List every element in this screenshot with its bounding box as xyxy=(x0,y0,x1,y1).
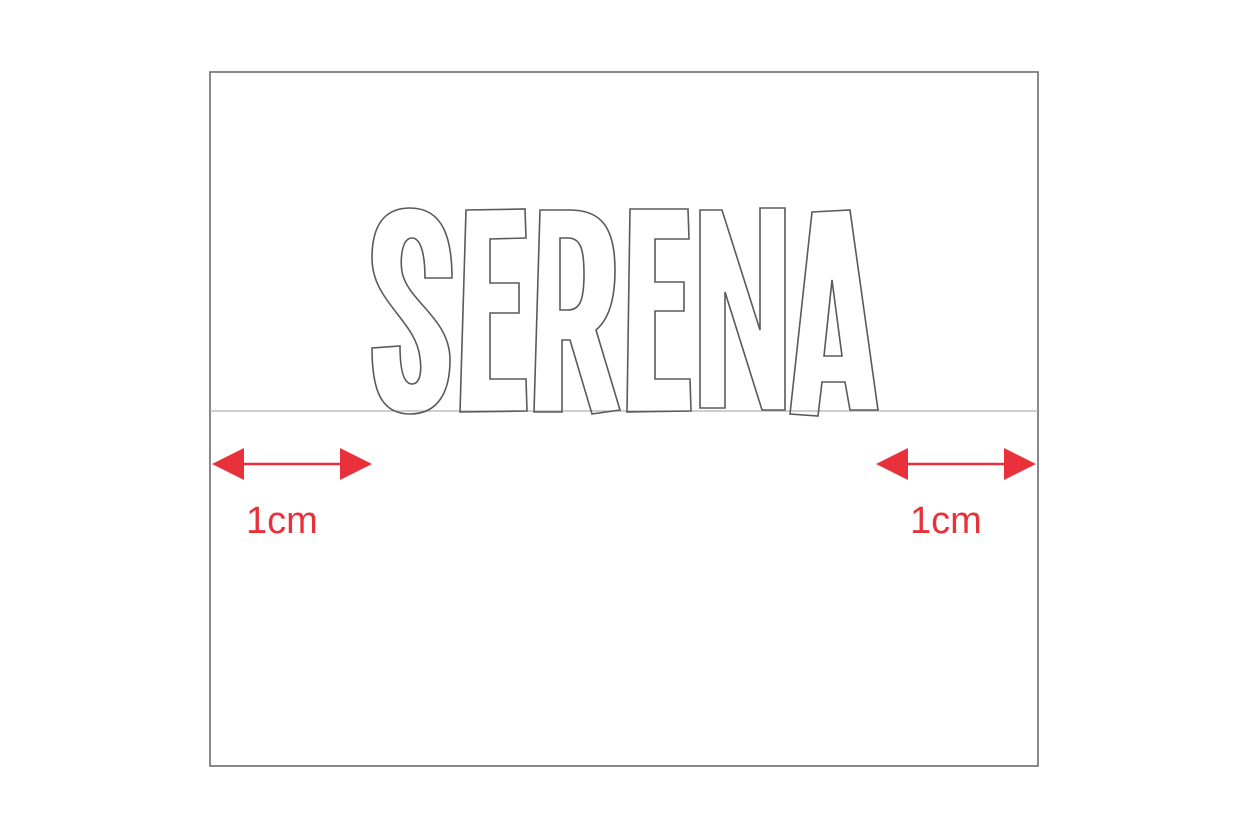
letter-n xyxy=(699,207,786,411)
name-lettering xyxy=(371,207,879,417)
left-dimension-label: 1cm xyxy=(246,500,318,542)
left-dimension-arrow xyxy=(212,448,372,480)
letter-a xyxy=(789,209,879,417)
letter-r xyxy=(533,209,622,415)
right-dimension-label: 1cm xyxy=(910,500,982,542)
right-arrow-head-right xyxy=(1004,448,1036,480)
letter-e-second xyxy=(626,208,692,413)
letter-e-first xyxy=(459,208,528,413)
right-arrow-head-left xyxy=(876,448,908,480)
card-frame xyxy=(209,71,1039,767)
left-arrow-head-left xyxy=(212,448,244,480)
letter-s xyxy=(371,207,453,415)
right-dimension-arrow xyxy=(876,448,1036,480)
left-arrow-head-right xyxy=(340,448,372,480)
